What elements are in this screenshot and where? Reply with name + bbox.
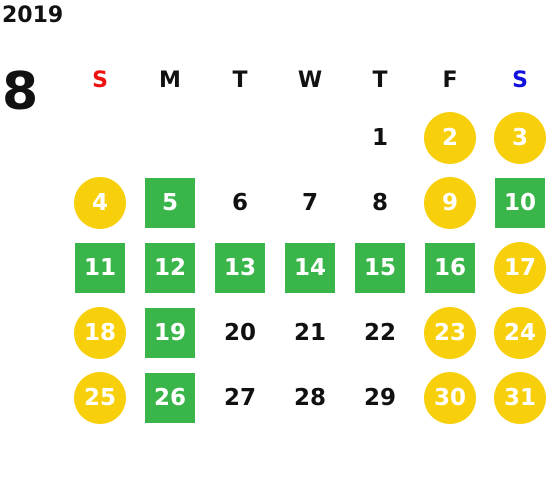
day-number-30: 30 — [424, 371, 476, 424]
day-number-23: 23 — [424, 306, 476, 359]
empty-cell — [65, 105, 135, 170]
day-cell: 19 — [135, 300, 205, 365]
calendar-month: 8 — [2, 62, 39, 122]
day-cell: 27 — [205, 365, 275, 430]
day-cell: 1 — [345, 105, 415, 170]
weekday-header: M — [159, 67, 181, 93]
day-cell: 20 — [205, 300, 275, 365]
day-number-28: 28 — [293, 384, 326, 411]
empty-cell — [275, 105, 345, 170]
day-cell: 14 — [275, 235, 345, 300]
weekday-header: T — [372, 67, 388, 93]
weekday-header: F — [442, 67, 458, 93]
day-cell: 15 — [345, 235, 415, 300]
day-cell: 13 — [205, 235, 275, 300]
day-cell: 4 — [65, 170, 135, 235]
day-cell: 30 — [415, 365, 485, 430]
day-number-24: 24 — [494, 306, 546, 359]
day-number-6: 6 — [231, 189, 248, 216]
day-number-26: 26 — [145, 372, 195, 423]
day-number-7: 7 — [301, 189, 318, 216]
day-cell: 6 — [205, 170, 275, 235]
day-number-1: 1 — [371, 124, 388, 151]
day-cell: 11 — [65, 235, 135, 300]
weekday-header: W — [297, 67, 323, 93]
day-number-5: 5 — [145, 177, 195, 228]
day-number-17: 17 — [494, 241, 546, 294]
day-cell: 8 — [345, 170, 415, 235]
calendar-year: 2019 — [2, 3, 64, 28]
day-cell: 5 — [135, 170, 205, 235]
day-cell: 31 — [485, 365, 548, 430]
day-number-2: 2 — [424, 111, 476, 164]
day-cell: 29 — [345, 365, 415, 430]
empty-cell — [135, 105, 205, 170]
day-cell: 26 — [135, 365, 205, 430]
day-number-3: 3 — [494, 111, 546, 164]
day-number-10: 10 — [495, 177, 545, 228]
day-cell: 28 — [275, 365, 345, 430]
day-number-11: 11 — [75, 242, 125, 293]
day-number-22: 22 — [363, 319, 396, 346]
day-number-13: 13 — [215, 242, 265, 293]
day-number-14: 14 — [285, 242, 335, 293]
day-number-4: 4 — [74, 176, 126, 229]
day-number-20: 20 — [223, 319, 256, 346]
day-number-16: 16 — [425, 242, 475, 293]
day-number-31: 31 — [494, 371, 546, 424]
day-number-27: 27 — [223, 384, 256, 411]
day-cell: 25 — [65, 365, 135, 430]
day-cell: 22 — [345, 300, 415, 365]
day-cell: 9 — [415, 170, 485, 235]
day-number-8: 8 — [371, 189, 388, 216]
day-cell: 24 — [485, 300, 548, 365]
day-number-21: 21 — [293, 319, 326, 346]
day-number-12: 12 — [145, 242, 195, 293]
weekday-header: T — [232, 67, 248, 93]
day-cell: 16 — [415, 235, 485, 300]
weekday-header: S — [92, 67, 108, 93]
day-cell: 21 — [275, 300, 345, 365]
day-number-19: 19 — [145, 307, 195, 358]
day-number-15: 15 — [355, 242, 405, 293]
day-number-18: 18 — [74, 306, 126, 359]
day-cell: 12 — [135, 235, 205, 300]
day-cell: 3 — [485, 105, 548, 170]
day-cell: 23 — [415, 300, 485, 365]
day-cell: 17 — [485, 235, 548, 300]
day-cell: 18 — [65, 300, 135, 365]
empty-cell — [205, 105, 275, 170]
day-cell: 7 — [275, 170, 345, 235]
day-cell: 10 — [485, 170, 548, 235]
weekday-header: S — [512, 67, 528, 93]
day-number-9: 9 — [424, 176, 476, 229]
day-number-29: 29 — [363, 384, 396, 411]
day-number-25: 25 — [74, 371, 126, 424]
day-cell: 2 — [415, 105, 485, 170]
